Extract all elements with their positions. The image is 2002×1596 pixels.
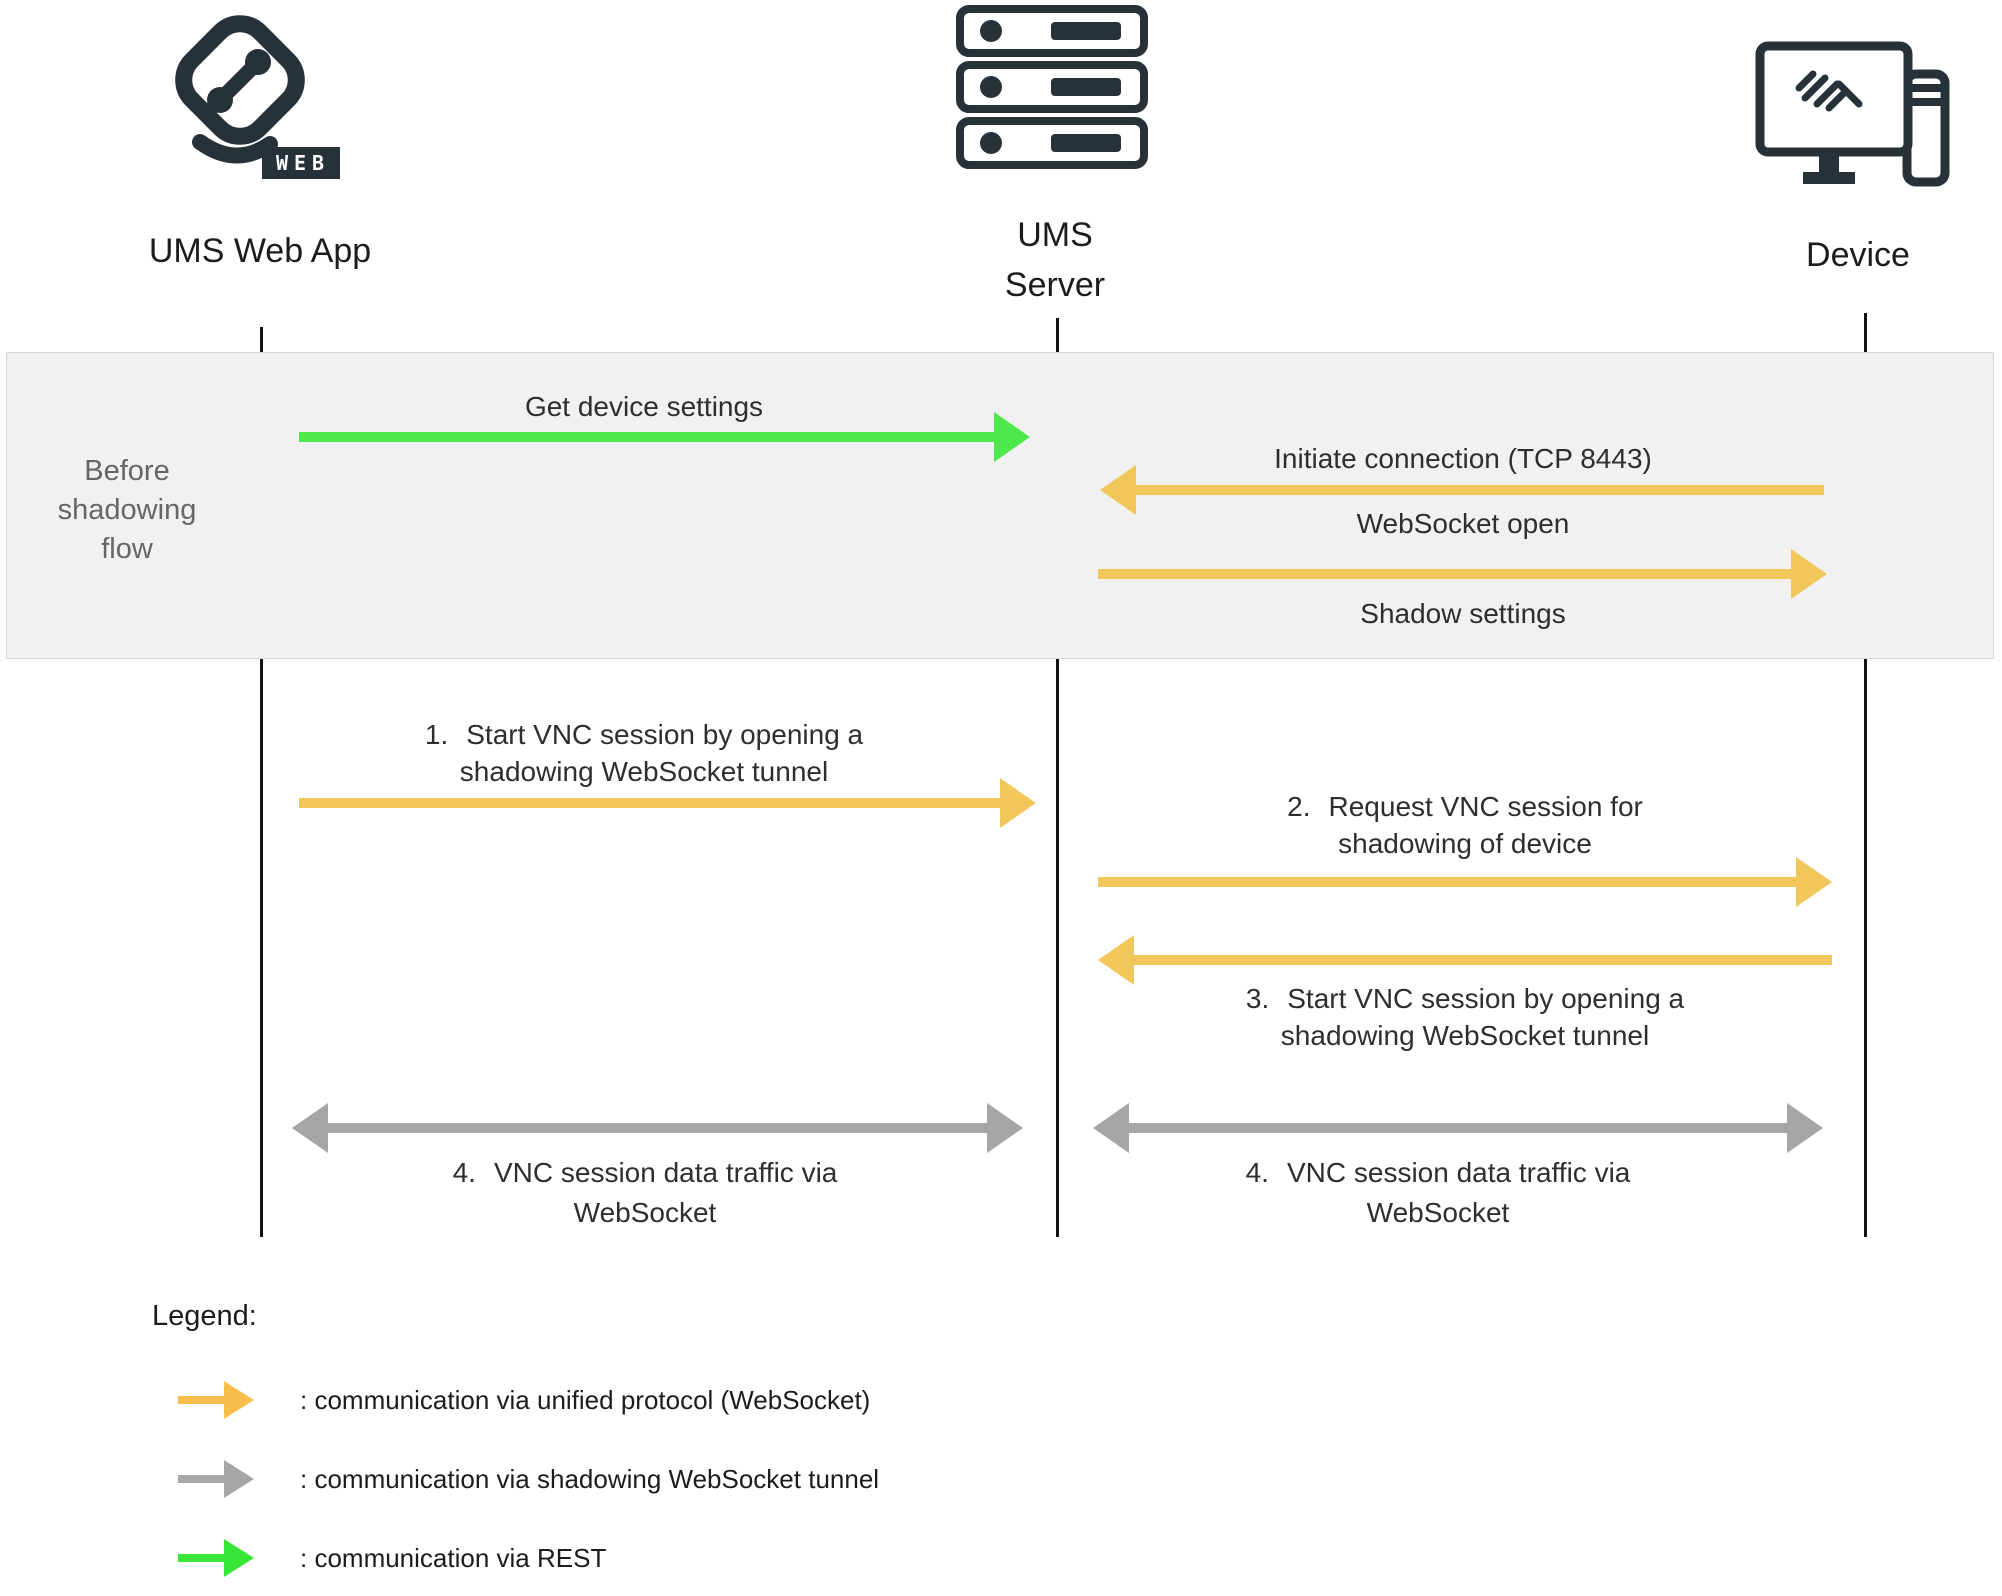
before-shadowing-band bbox=[6, 352, 1994, 659]
message-websocket-open: WebSocket open bbox=[1356, 508, 1570, 539]
message-step4-right: 4. VNC session data traffic via WebSocket bbox=[1093, 1153, 1783, 1233]
actor-label-ums-web-app: UMS Web App bbox=[148, 232, 372, 270]
step4-left-number: 4. bbox=[452, 1157, 476, 1188]
device-icon bbox=[1755, 41, 1950, 187]
arrow-get-device-settings bbox=[299, 412, 1030, 462]
step2-number: 2. bbox=[1287, 791, 1311, 822]
step4-right-line2: WebSocket bbox=[1366, 1197, 1510, 1228]
message-step3: 3. Start VNC session by opening a shadowi… bbox=[1100, 980, 1830, 1054]
message-get-device-settings: Get device settings bbox=[524, 391, 764, 422]
step1-number: 1. bbox=[424, 719, 449, 750]
legend-label-shadowing-tunnel: : communication via shadowing WebSocket … bbox=[300, 1463, 880, 1494]
arrow-step3 bbox=[1098, 935, 1832, 985]
legend-title: Legend: bbox=[152, 1300, 257, 1332]
step3-line1: Start VNC session by opening a bbox=[1287, 983, 1685, 1014]
legend-item-rest: : communication via REST bbox=[178, 1538, 606, 1578]
message-initiate-connection: Initiate connection (TCP 8443) bbox=[1274, 443, 1652, 474]
message-step1: 1. Start VNC session by opening a shadowi… bbox=[299, 716, 989, 790]
legend-green-arrow-icon bbox=[178, 1538, 254, 1578]
arrow-step2 bbox=[1098, 857, 1832, 907]
step3-line2: shadowing WebSocket tunnel bbox=[1280, 1020, 1650, 1051]
step4-left-line2: WebSocket bbox=[573, 1197, 717, 1228]
step2-line2: shadowing of device bbox=[1338, 828, 1592, 859]
message-shadow-settings: Shadow settings bbox=[1360, 598, 1566, 629]
legend-label-unified-protocol: : communication via unified protocol (We… bbox=[300, 1384, 871, 1415]
lifeline-device bbox=[1864, 313, 1867, 1237]
actor-label-ums-server-line2: Server bbox=[1004, 266, 1106, 304]
lifeline-ums-server bbox=[1056, 318, 1059, 1237]
actor-label-ums-server-line1: UMS bbox=[1017, 216, 1093, 254]
ums-server-icon bbox=[956, 5, 1148, 169]
lifeline-ums-web-app bbox=[260, 327, 263, 1237]
arrow-step4-webapp-server bbox=[292, 1103, 1023, 1153]
step4-right-line1: VNC session data traffic via bbox=[1286, 1157, 1631, 1188]
legend-gray-arrow-icon bbox=[178, 1459, 254, 1499]
step1-line2: shadowing WebSocket tunnel bbox=[459, 756, 829, 787]
step2-line1: Request VNC session for bbox=[1328, 791, 1643, 822]
phase-label: Before shadowing flow bbox=[57, 455, 197, 565]
web-badge: WEB bbox=[262, 147, 340, 179]
step1-line1: Start VNC session by opening a bbox=[466, 719, 864, 750]
arrow-step1 bbox=[299, 778, 1036, 828]
ums-web-app-logo-icon bbox=[175, 15, 305, 164]
arrow-step4-server-device bbox=[1093, 1103, 1823, 1153]
step4-right-number: 4. bbox=[1245, 1157, 1269, 1188]
legend-yellow-arrow-icon bbox=[178, 1380, 254, 1420]
legend-item-unified-protocol: : communication via unified protocol (We… bbox=[178, 1380, 870, 1420]
arrow-websocket-open bbox=[1098, 549, 1827, 599]
legend-item-shadowing-tunnel: : communication via shadowing WebSocket … bbox=[178, 1459, 879, 1499]
step3-number: 3. bbox=[1245, 983, 1270, 1014]
arrow-initiate-connection bbox=[1100, 465, 1824, 515]
message-step2: 2. Request VNC session for shadowing of d… bbox=[1100, 788, 1830, 862]
legend-label-rest: : communication via REST bbox=[300, 1542, 607, 1573]
actor-label-device: Device bbox=[1806, 236, 1910, 274]
message-step4-left: 4. VNC session data traffic via WebSocket bbox=[300, 1153, 990, 1233]
actor-label-ums-server: UMS Server bbox=[905, 210, 1205, 310]
step4-left-line1: VNC session data traffic via bbox=[493, 1157, 838, 1188]
